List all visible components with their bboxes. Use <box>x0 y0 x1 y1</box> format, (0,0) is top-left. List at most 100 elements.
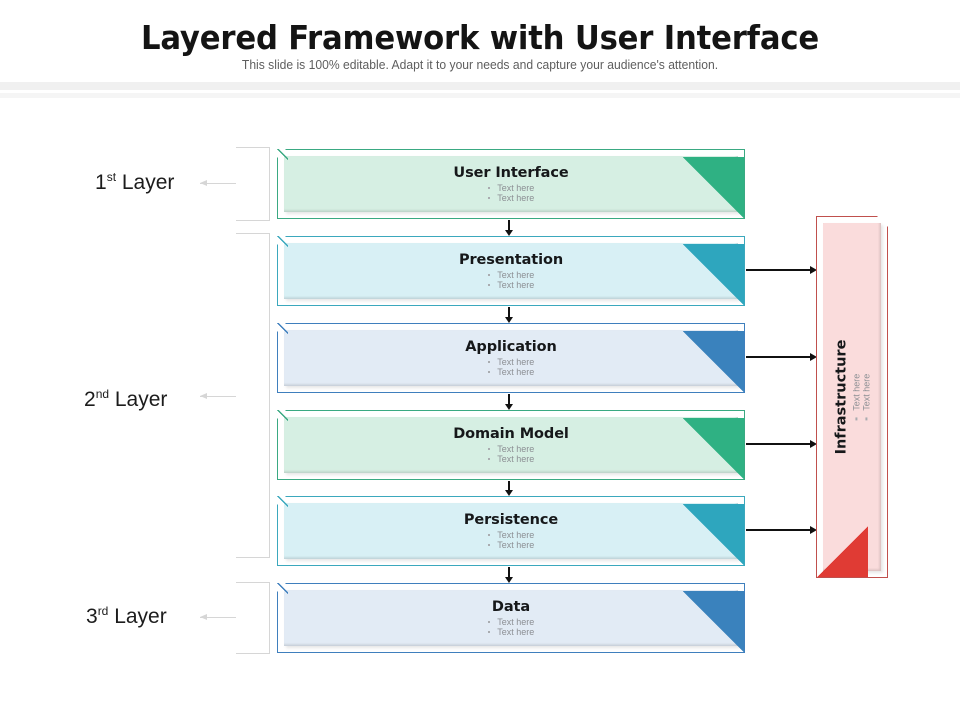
page-title: Layered Framework with User Interface <box>140 18 820 57</box>
layer-box-title: User Interface <box>453 165 569 181</box>
layer-3-word: Layer <box>108 605 167 628</box>
layer-3-ordinal: 3 <box>86 605 98 628</box>
layer-box-inner-panel <box>284 330 738 386</box>
bullet-text: Text here <box>497 357 535 367</box>
infrastructure-inner-panel <box>823 223 881 571</box>
layer-box-title: Persistence <box>463 512 559 528</box>
notch-corner-icon <box>277 583 288 594</box>
bullet-dot-icon <box>487 360 491 364</box>
corner-triangle-green <box>683 157 745 219</box>
layer-box-bullets: Text here Text here <box>487 183 535 203</box>
layer-2-ordinal: 2 <box>84 388 96 411</box>
notch-corner-icon <box>277 496 288 507</box>
header-divider-band-secondary <box>0 93 960 98</box>
bullet-text: Text here <box>851 373 861 411</box>
bullet-dot-icon <box>487 533 491 537</box>
bullet-item: Text here <box>487 627 534 637</box>
bullet-text: Text here <box>497 444 535 454</box>
infrastructure-box[interactable]: Infrastructure Text here Text here <box>816 216 888 578</box>
bracket-arrow-layer-2 <box>200 392 236 399</box>
layer-box-inner-panel <box>284 590 738 646</box>
infrastructure-bullets: Text here Text here <box>851 374 871 421</box>
layer-box-inner-panel <box>284 503 738 559</box>
layer-box-content: Persistence Text here Text here <box>277 496 745 566</box>
bullet-item: Text here <box>487 367 535 377</box>
layer-box-title: Domain Model <box>453 426 569 442</box>
bullet-text: Text here <box>497 530 535 540</box>
flow-arrow-down-icon <box>505 394 512 410</box>
infrastructure-title: Infrastructure <box>833 339 849 455</box>
layer-box-inner-panel <box>284 156 738 212</box>
bullet-text: Text here <box>497 280 535 290</box>
layer-2-suffix: nd <box>95 387 110 401</box>
slide-header: Layered Framework with User Interface Th… <box>0 0 960 98</box>
layer-label-3: 3rd Layer <box>86 604 167 629</box>
corner-triangle-red <box>816 526 868 578</box>
bullet-text: Text here <box>861 373 871 411</box>
corner-triangle-teal <box>683 244 745 306</box>
notch-corner-icon <box>277 149 288 160</box>
corner-triangle-teal <box>683 504 745 566</box>
layer-box-frame <box>277 323 745 393</box>
bullet-dot-icon <box>487 196 491 200</box>
layer-box-inner-panel <box>284 243 738 299</box>
bullet-dot-icon <box>487 630 491 634</box>
bullet-dot-icon <box>487 447 491 451</box>
layer-label-1: 1st Layer <box>95 170 174 195</box>
bullet-item: Text here <box>487 193 534 203</box>
bullet-dot-icon <box>487 273 491 277</box>
layer-box-domain-model[interactable]: Domain Model Text here Text here <box>277 410 745 480</box>
bullet-dot-icon <box>854 417 858 421</box>
layer-box-data[interactable]: Data Text here Text here <box>277 583 745 653</box>
layer-1-ordinal: 1 <box>95 171 107 194</box>
layer-box-persistence[interactable]: Persistence Text here Text here <box>277 496 745 566</box>
bracket-layer-3 <box>236 582 270 654</box>
bullet-text: Text here <box>497 617 535 627</box>
bullet-dot-icon <box>487 370 491 374</box>
infrastructure-rotated-text: Infrastructure Text here Text here <box>833 340 871 455</box>
bullet-dot-icon <box>487 620 491 624</box>
bullet-text: Text here <box>497 540 535 550</box>
layer-box-inner-panel <box>284 417 738 473</box>
bullet-item: Text here <box>487 540 535 550</box>
notch-corner-icon <box>277 323 288 334</box>
bullet-item: Text here <box>487 530 535 540</box>
layer-box-presentation[interactable]: Presentation Text here Text here <box>277 236 745 306</box>
bullet-text: Text here <box>497 270 535 280</box>
flow-arrow-right-icon <box>746 440 817 447</box>
notch-corner-icon <box>277 236 288 247</box>
bullet-item: Text here <box>861 374 871 421</box>
bullet-text: Text here <box>497 183 535 193</box>
notch-corner-icon <box>277 410 288 421</box>
layer-box-content: Application Text here Text here <box>277 323 745 393</box>
layer-box-bullets: Text here Text here <box>487 530 535 550</box>
layer-box-application[interactable]: Application Text here Text here <box>277 323 745 393</box>
layer-box-content: Presentation Text here Text here <box>277 236 745 306</box>
bracket-layer-2 <box>236 233 270 558</box>
bracket-arrow-layer-3 <box>200 613 236 620</box>
layer-1-word: Layer <box>116 171 175 194</box>
infrastructure-content: Infrastructure Text here Text here <box>816 216 888 578</box>
bullet-item: Text here <box>487 454 534 464</box>
layer-1-suffix: st <box>106 170 117 184</box>
header-divider-band <box>0 82 960 90</box>
layer-box-user-interface[interactable]: User Interface Text here Text here <box>277 149 745 219</box>
bullet-text: Text here <box>497 367 535 377</box>
layer-box-title: Application <box>465 339 557 355</box>
bullet-item: Text here <box>487 280 535 290</box>
corner-triangle-blue <box>683 331 745 393</box>
infrastructure-frame <box>816 216 888 578</box>
bullet-item: Text here <box>487 617 535 627</box>
layer-3-suffix: rd <box>97 604 109 618</box>
bullet-dot-icon <box>487 457 491 461</box>
layer-box-frame <box>277 496 745 566</box>
bullet-item: Text here <box>487 183 535 193</box>
page-subtitle: This slide is 100% editable. Adapt it to… <box>241 58 719 72</box>
bracket-arrow-layer-1 <box>200 179 236 186</box>
layer-box-frame <box>277 410 745 480</box>
bullet-dot-icon <box>487 186 491 190</box>
corner-triangle-blue <box>683 591 745 653</box>
layer-box-frame <box>277 149 745 219</box>
bullet-dot-icon <box>864 417 868 421</box>
